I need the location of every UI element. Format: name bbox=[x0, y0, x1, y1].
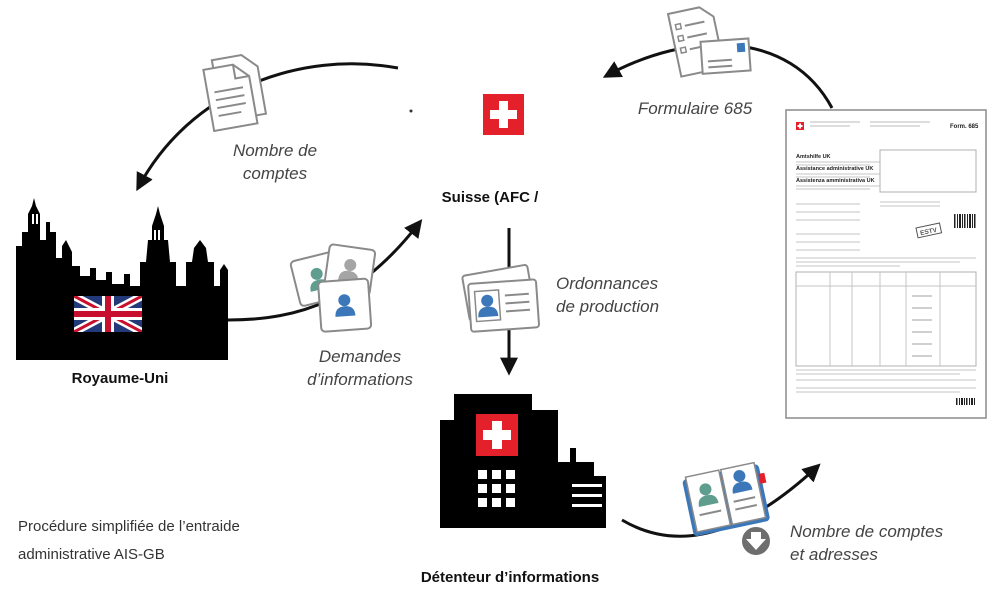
uk-parliament-image bbox=[16, 192, 228, 360]
flow-label-accounts-addresses: Nombre de comptes et adresses bbox=[790, 520, 980, 566]
flow-label-requests-line2: d’informations bbox=[307, 370, 413, 389]
procedure-caption: Procédure simplifiée de l’entraide admin… bbox=[18, 513, 298, 569]
form-stamp: ESTV bbox=[920, 227, 939, 238]
flow-label-account-count: Nombre de comptes bbox=[210, 139, 340, 185]
bank-building-icon bbox=[440, 394, 606, 528]
form-envelope-icon bbox=[666, 6, 752, 78]
flow-label-orders: Ordonnances de production bbox=[556, 272, 696, 318]
address-book-icon bbox=[682, 461, 772, 557]
uk-flag-icon bbox=[74, 296, 142, 332]
flow-label-account-count-line1: Nombre de bbox=[232, 141, 318, 160]
person-cards-icon bbox=[289, 243, 377, 333]
flow-label-orders-line2: de production bbox=[556, 297, 660, 316]
barcode-bottom bbox=[956, 398, 975, 405]
flow-label-form: Formulaire 685 bbox=[637, 99, 753, 118]
flow-label-accounts-addresses-line2: et adresses bbox=[790, 545, 878, 564]
procedure-caption-line2: administrative AIS-GB bbox=[18, 546, 165, 563]
flow-label-accounts-addresses-line1: Nombre de comptes bbox=[790, 522, 944, 541]
node-label-uk: Royaume-Uni bbox=[71, 370, 169, 387]
flow-label-orders-line1: Ordonnances bbox=[556, 274, 659, 293]
form-number-label: Form. 685 bbox=[950, 124, 979, 130]
form-heading-de: Amtshilfe UK bbox=[796, 154, 831, 160]
swiss-flag-icon bbox=[483, 94, 524, 135]
form-685-document: Form. 685 Amtshilfe UK Assistance admini… bbox=[785, 109, 987, 419]
procedure-caption-line1: Procédure simplifiée de l’entraide bbox=[18, 518, 240, 535]
form-heading-fr: Assistance administrative UK bbox=[796, 166, 873, 172]
flow-label-requests-line1: Demandes bbox=[318, 347, 402, 366]
flow-label-requests: Demandes d’informations bbox=[290, 345, 430, 391]
production-orders-icon bbox=[461, 264, 540, 333]
documents-icon bbox=[202, 53, 268, 133]
flow-label-account-count-line2: comptes bbox=[242, 164, 308, 183]
node-label-switzerland: Suisse (AFC / bbox=[441, 189, 539, 206]
node-label-holder: Détenteur d’informations bbox=[420, 569, 600, 586]
form-heading-it: Assistenza amministrativa UK bbox=[796, 178, 875, 184]
barcode-top bbox=[954, 214, 976, 228]
